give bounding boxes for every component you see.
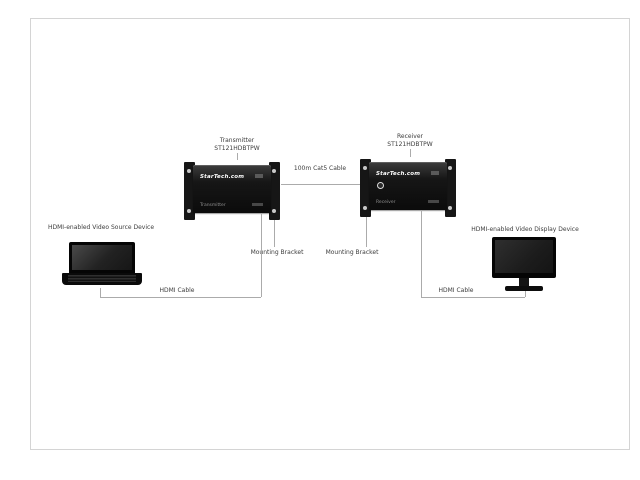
laptop-display [72,245,132,270]
receiver-body: StarTech.com Receiver [369,162,447,210]
bracket-callout-line-left [274,220,275,247]
laptop-keyboard [68,275,136,282]
screw-hole-icon [187,209,191,213]
transmitter-left-bracket [184,162,195,220]
mounting-bracket-label-left: Mounting Bracket [250,249,304,256]
monitor-stand-neck [519,278,529,286]
bracket-callout-line-right [366,217,367,247]
laptop-icon [62,242,142,288]
receiver-leader-line [410,149,411,157]
transmitter-right-bracket [269,162,280,220]
screw-hole-icon [363,166,367,170]
mounting-bracket-label-right: Mounting Bracket [325,249,379,256]
hdmi-display-cable-segment [421,210,422,297]
display-device-label: HDMI-enabled Video Display Device [471,226,579,233]
screw-hole-icon [187,169,191,173]
cat5-cable-line [281,184,360,185]
receiver-title: Receiver [397,133,423,140]
monitor-icon [492,237,556,293]
cat5-cable-label: 100m Cat5 Cable [293,165,347,172]
transmitter-model: ST121HDBTPW [214,144,260,152]
cat5-port-icon [252,203,263,206]
monitor-screen [492,237,556,278]
screw-hole-icon [363,206,367,210]
monitor-stand-base [505,286,543,291]
cat5-port-icon [428,200,439,203]
hdmi-source-cable-segment [100,288,101,297]
screw-hole-icon [448,206,452,210]
source-device-label: HDMI-enabled Video Source Device [47,224,155,231]
monitor-display [495,240,553,273]
transmitter-face-label: Transmitter [200,203,226,208]
transmitter-device: StarTech.com Transmitter [184,160,280,222]
hdmi-display-cable-segment [421,297,525,298]
receiver-label: Receiver ST121HDBTPW [370,133,450,149]
receiver-left-bracket [360,159,371,217]
transmitter-body: StarTech.com Transmitter [193,165,271,213]
receiver-device: StarTech.com Receiver [360,157,456,219]
transmitter-leader-line [237,153,238,160]
receiver-face-label: Receiver [376,200,396,205]
screw-hole-icon [272,169,276,173]
receiver-right-bracket [445,159,456,217]
hdmi-display-cable-segment [525,291,526,297]
hdmi-cable-label-right: HDMI Cable [438,287,474,294]
hdmi-port-icon [255,174,263,178]
transmitter-label: Transmitter ST121HDBTPW [197,137,277,153]
laptop-base [62,273,142,285]
startech-logo: StarTech.com [376,171,421,177]
screw-hole-icon [272,209,276,213]
hdmi-cable-label-left: HDMI Cable [159,287,195,294]
receiver-model: ST121HDBTPW [387,140,433,148]
screw-hole-icon [448,166,452,170]
laptop-screen [69,242,135,273]
hdmi-source-cable-segment [100,297,261,298]
startech-logo: StarTech.com [200,174,245,180]
transmitter-title: Transmitter [219,137,255,144]
startech-swirl-icon [377,182,384,189]
hdmi-port-icon [431,171,439,175]
page-frame [30,18,630,450]
hdmi-source-cable-segment [261,213,262,297]
